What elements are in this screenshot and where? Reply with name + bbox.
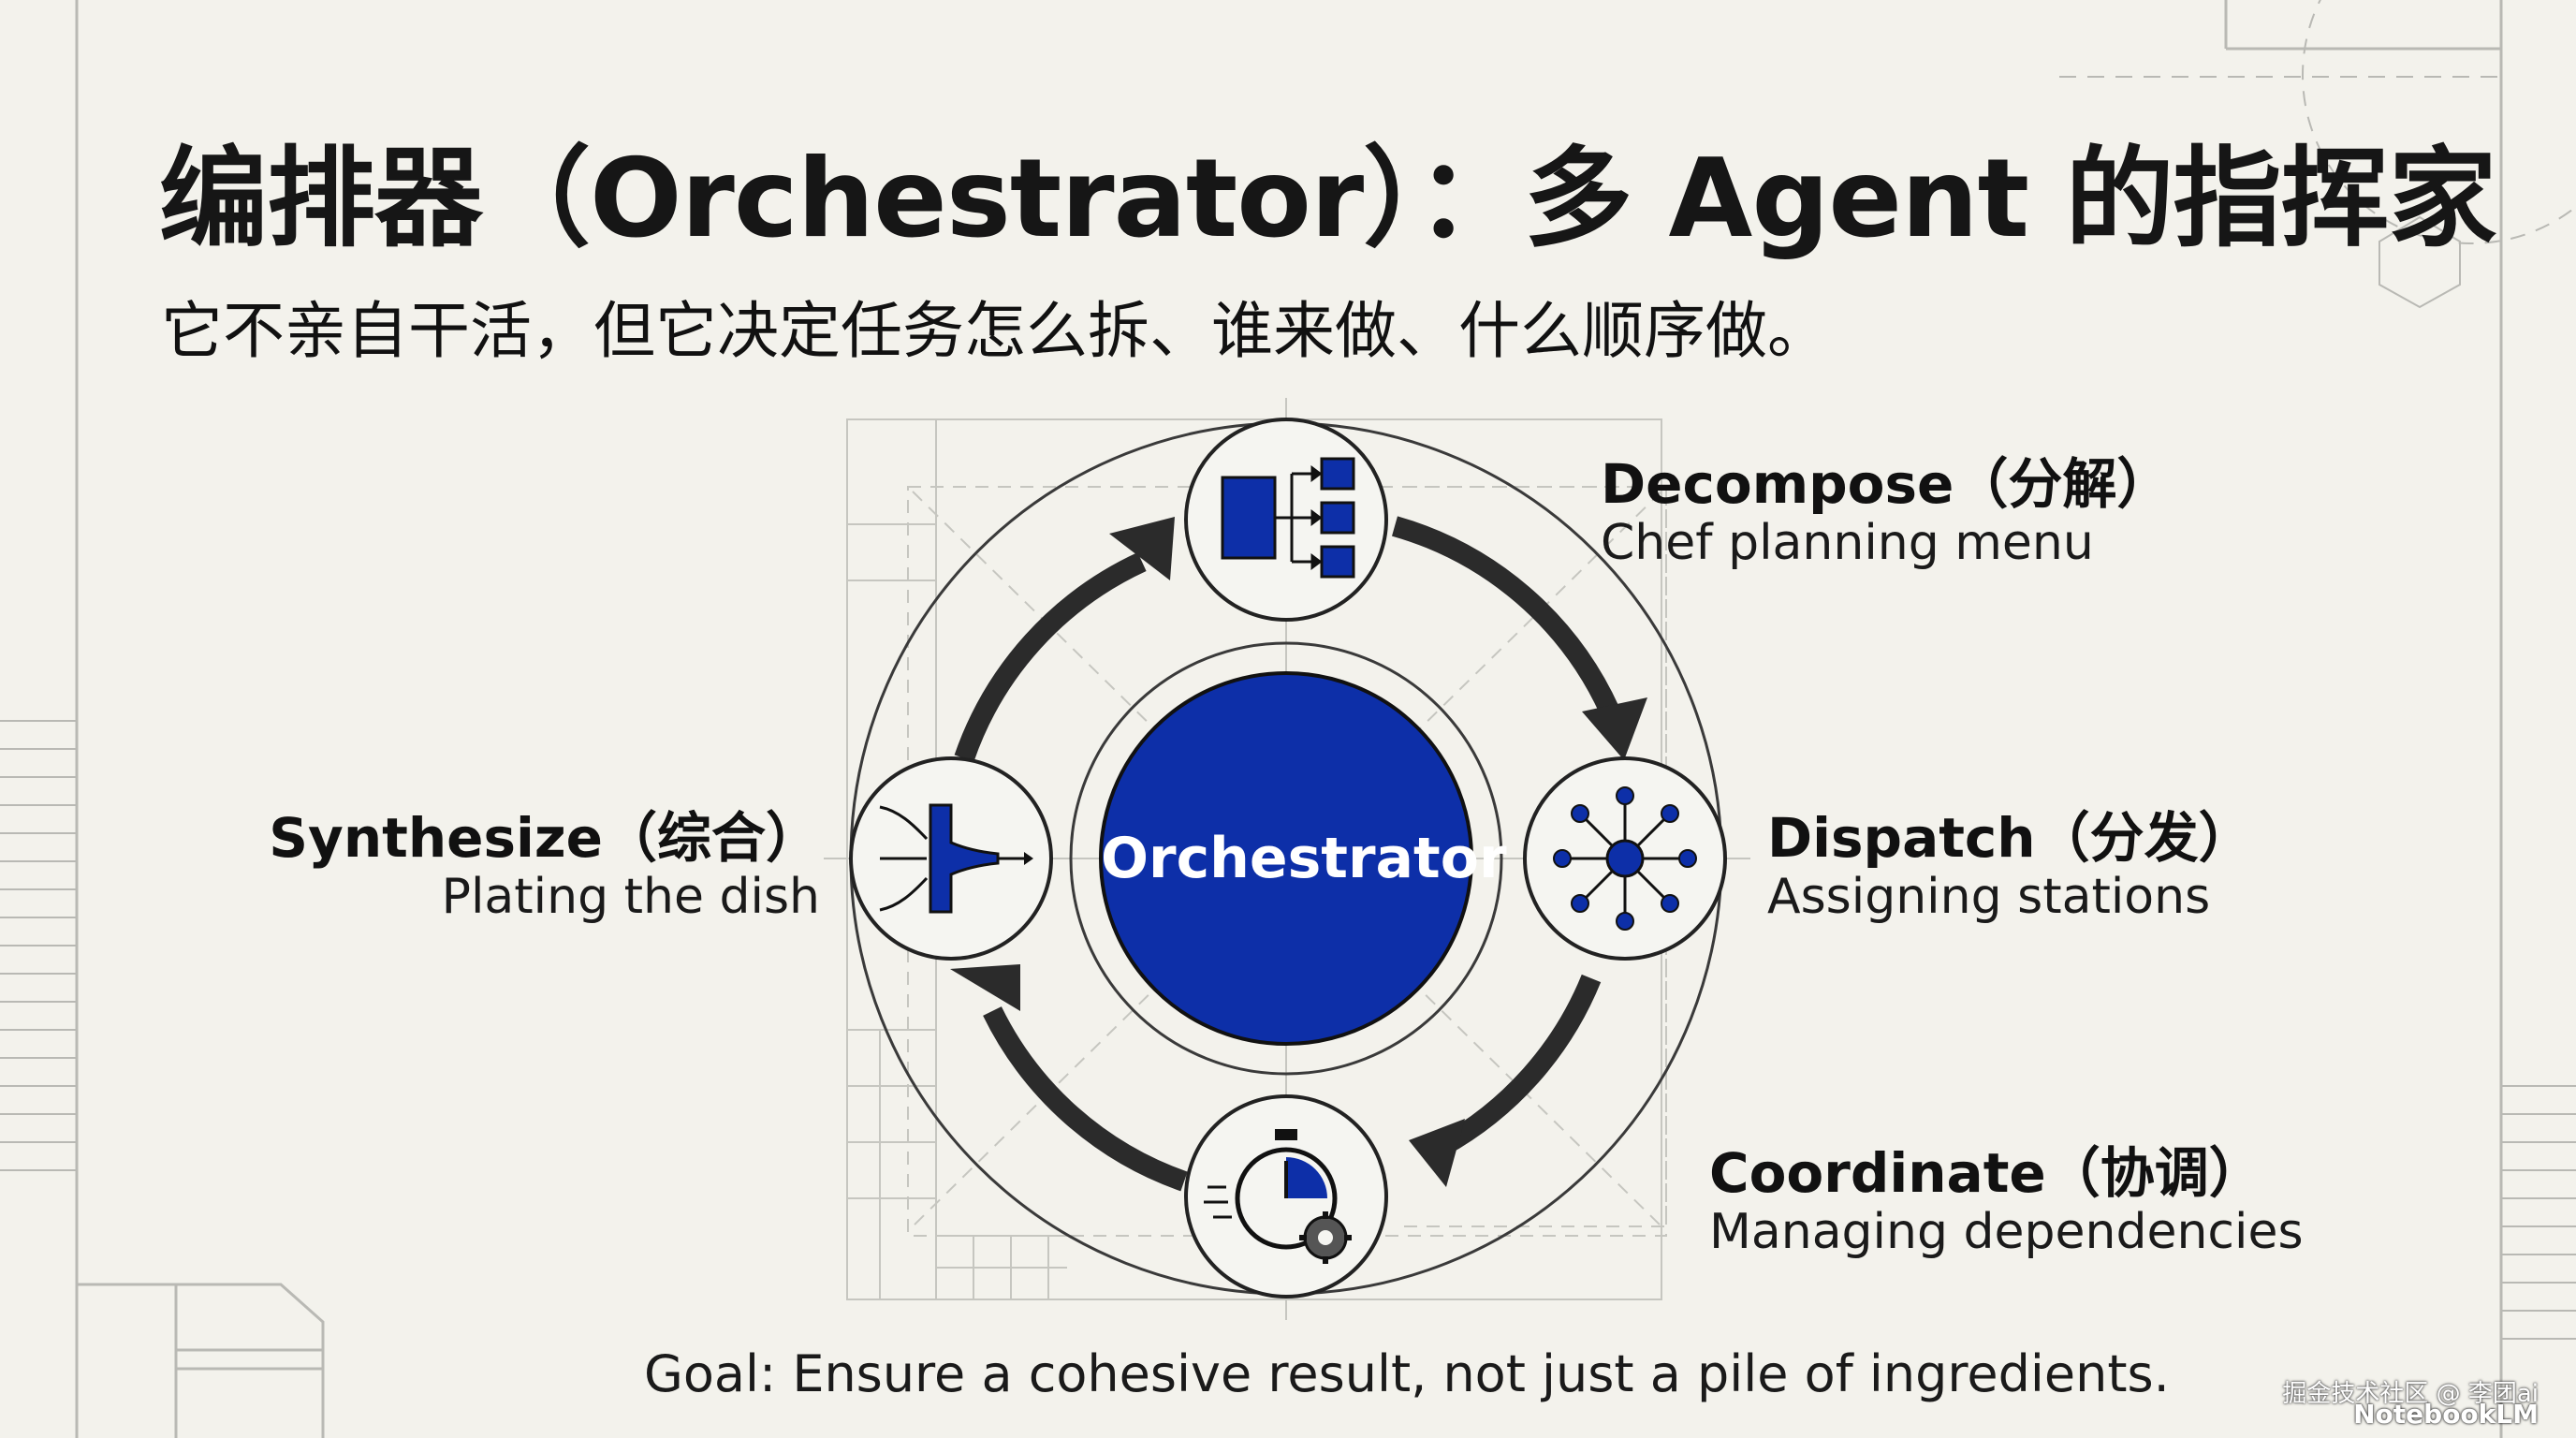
funnel-icon <box>879 803 1033 914</box>
inner-ring <box>1069 641 1503 1076</box>
decompose-desc: Chef planning menu <box>1601 515 2094 571</box>
arrow-heads <box>950 517 1647 1187</box>
dispatch-icon <box>1553 786 1697 931</box>
cycle-arrows <box>954 516 1620 1192</box>
decompose-icon <box>1221 457 1355 579</box>
arrowhead-1 <box>1582 697 1647 760</box>
dispatch-title: Dispatch（分发） <box>1767 806 2253 870</box>
node-decompose <box>1184 418 1388 622</box>
arrowhead-2 <box>1409 1119 1465 1187</box>
arrow-dispatch-to-coordinate <box>1436 974 1602 1156</box>
arrowhead-3 <box>950 964 1020 1011</box>
arrow-synthesize-to-decompose <box>954 552 1147 762</box>
arrowhead-4 <box>1109 517 1175 580</box>
decompose-title: Decompose（分解） <box>1601 452 2172 516</box>
coordinate-desc: Managing dependencies <box>1709 1204 2304 1260</box>
orchestrator-circle <box>1099 671 1473 1046</box>
orchestrator-label: Orchestrator <box>1101 826 1507 891</box>
synthesize-desc: Plating the dish <box>441 869 820 925</box>
page-title: 编排器（Orchestrator）：多 Agent 的指挥家 <box>159 136 2496 262</box>
synthesize-title: Synthesize（综合） <box>269 806 820 870</box>
stopwatch-gear-icon <box>1204 1129 1352 1264</box>
dispatch-desc: Assigning stations <box>1767 869 2211 925</box>
arrow-coordinate-to-synthesize <box>983 1006 1188 1192</box>
watermark-brand: NotebookLM <box>2353 1399 2539 1430</box>
goal-statement: Goal: Ensure a cohesive result, not just… <box>644 1344 2170 1403</box>
page-subtitle: 它不亲自干活，但它决定任务怎么拆、谁来做、什么顺序做。 <box>161 295 1829 367</box>
arrow-decompose-to-dispatch <box>1392 516 1620 716</box>
watermark-community: 掘金技术社区 @ 李团ai <box>2282 1380 2539 1408</box>
coordinate-title: Coordinate（协调） <box>1709 1141 2263 1205</box>
